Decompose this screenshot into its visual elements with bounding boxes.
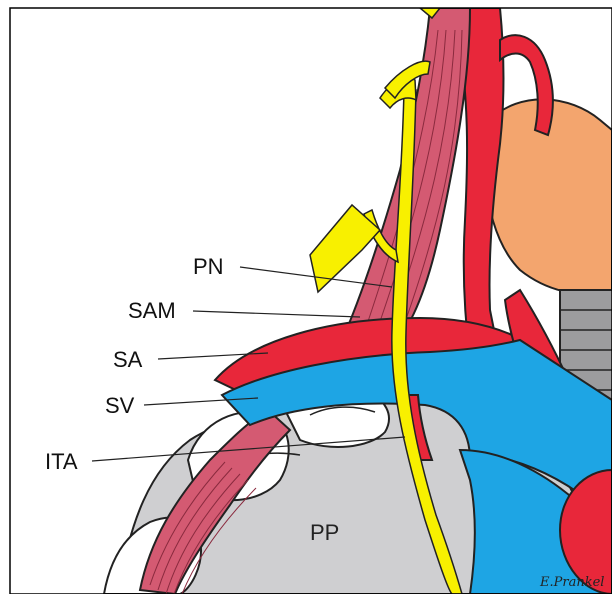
label-pp: PP [310,520,339,545]
label-pn: PN [193,254,224,279]
label-sa: SA [113,347,143,372]
label-sam: SAM [128,298,176,323]
artist-signature: E.Prankel [539,575,604,590]
label-sv: SV [105,393,135,418]
label-ita: ITA [45,449,78,474]
leader-sam [193,311,360,317]
